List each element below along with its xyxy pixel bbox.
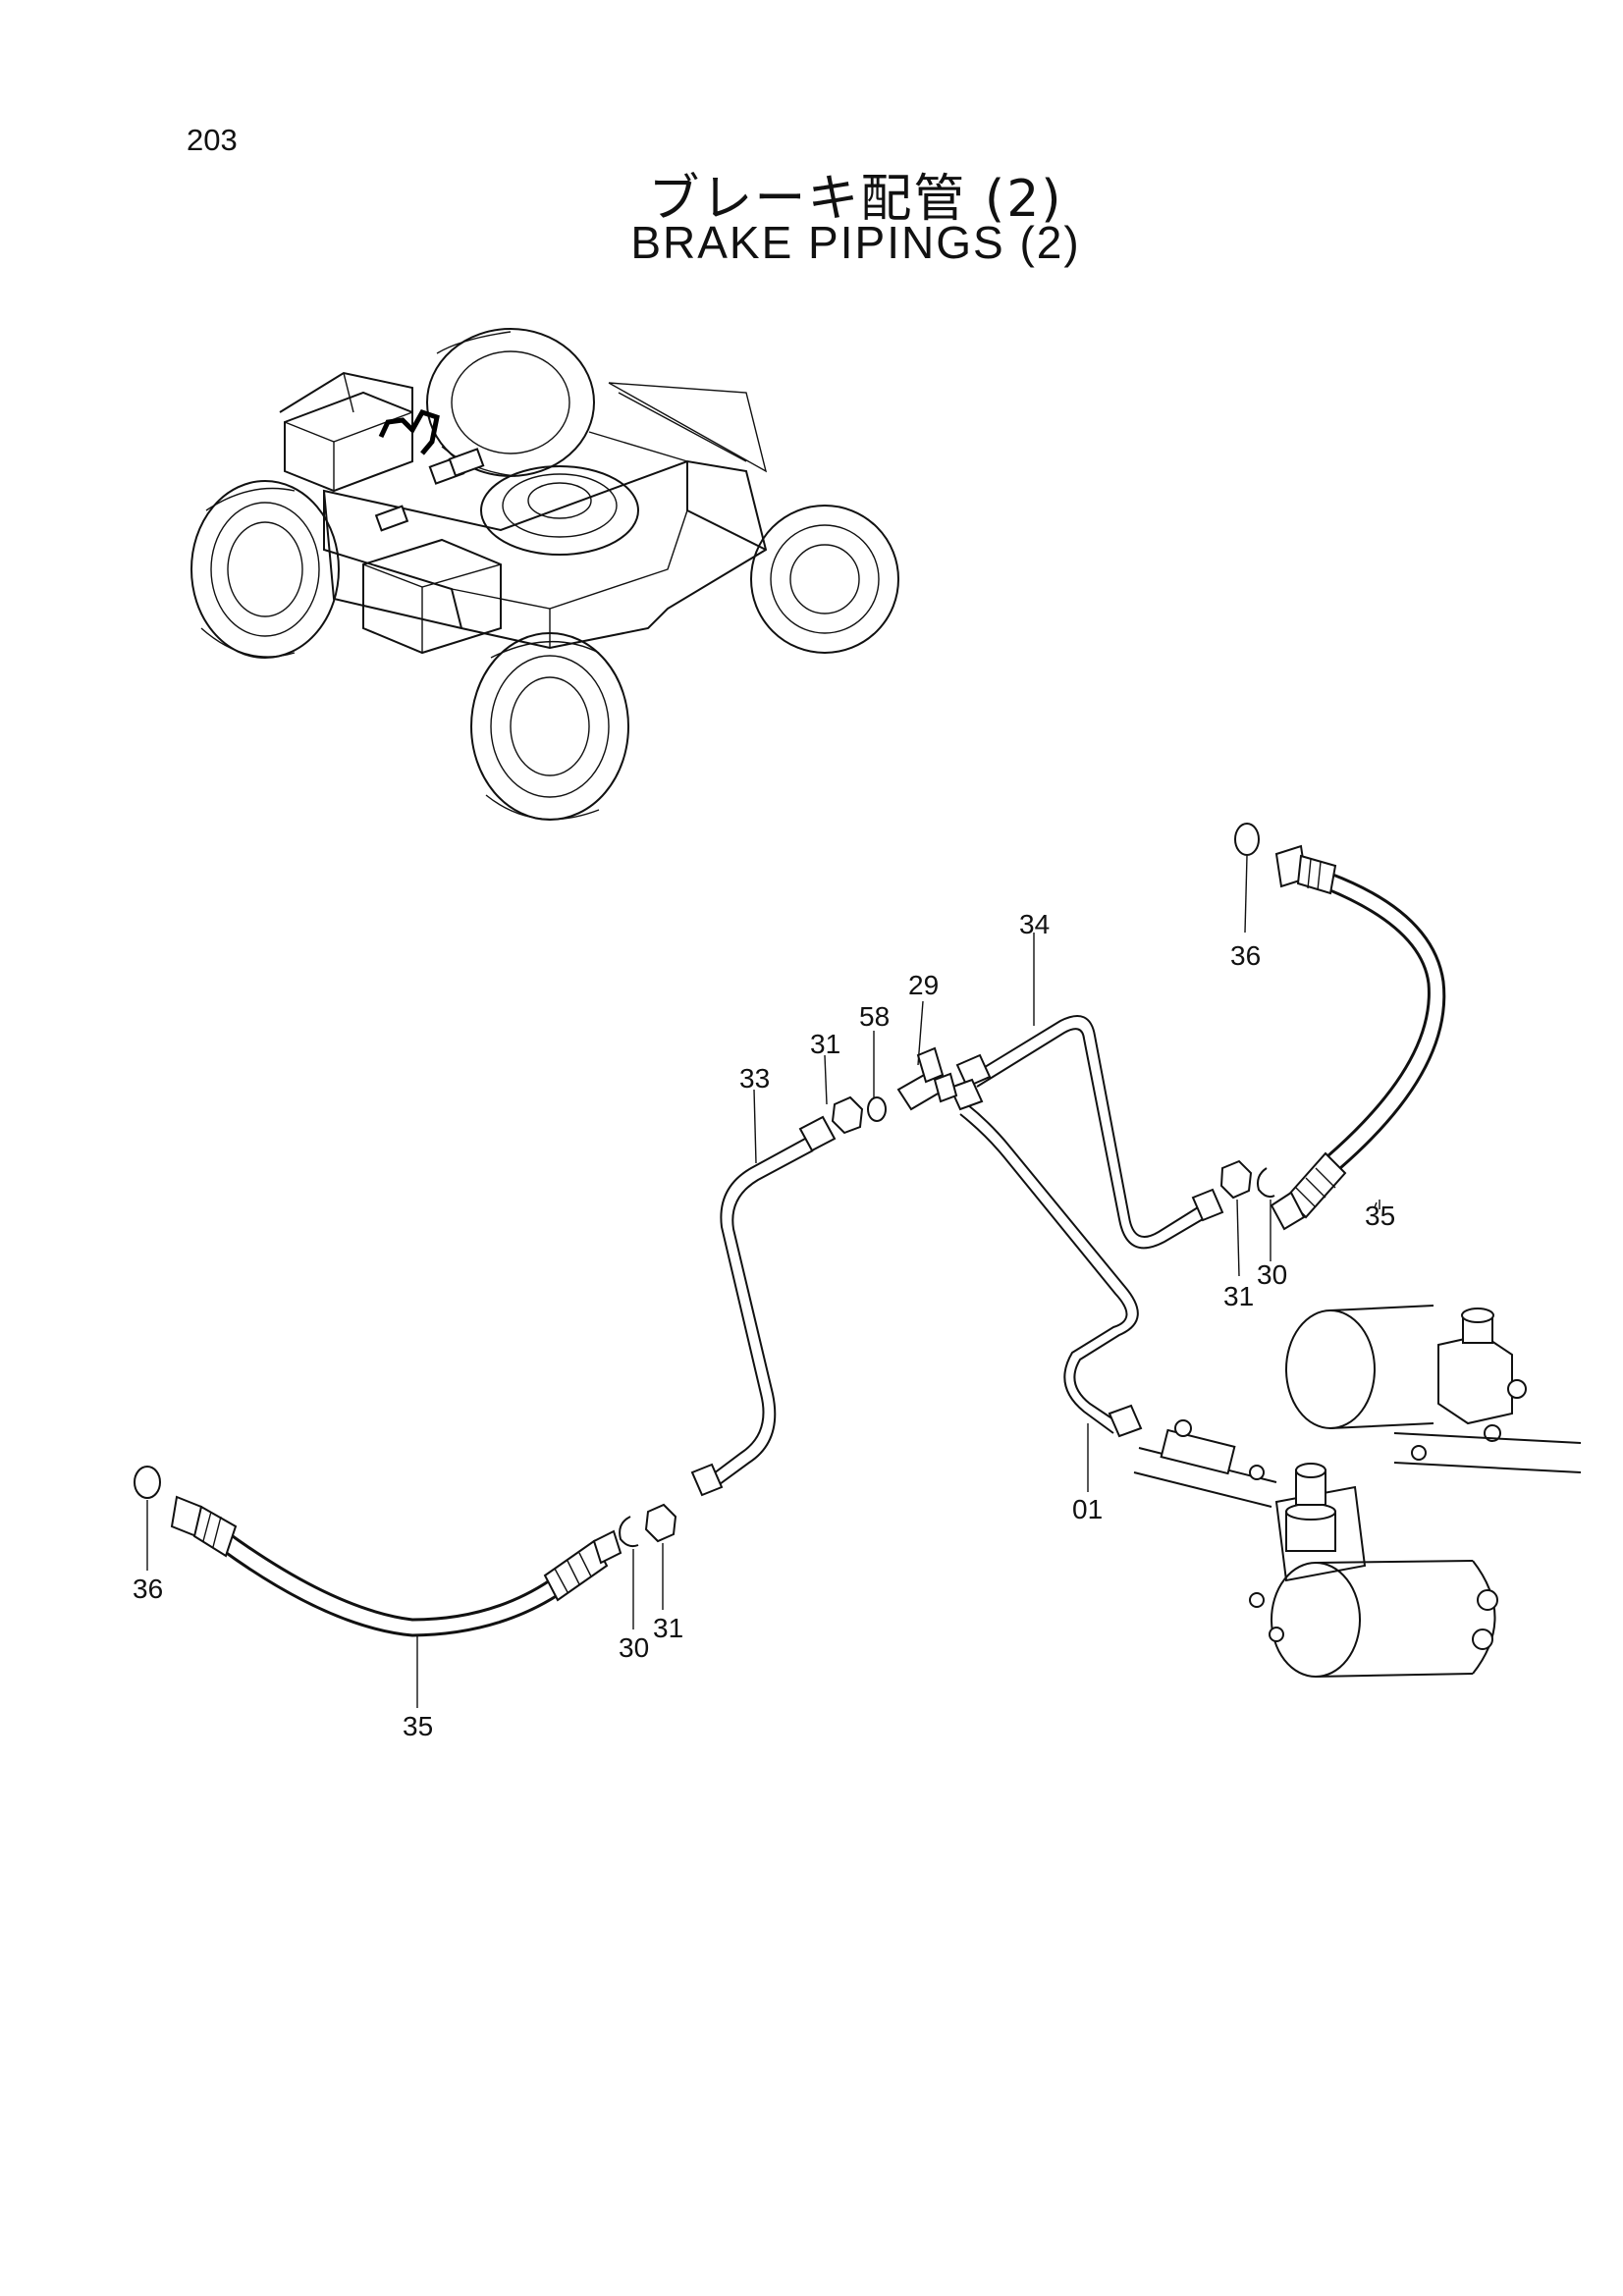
callout-01: 01 <box>1072 1494 1103 1524</box>
page-title-japanese: ブレーキ配管 (2) <box>648 170 1063 229</box>
callout-30-lower: 30 <box>619 1632 649 1663</box>
callout-30-right: 30 <box>1257 1259 1287 1290</box>
callout-36-top: 36 <box>1230 940 1261 971</box>
pipe-01 <box>948 1078 1143 1438</box>
callout-35-lower: 35 <box>403 1711 433 1741</box>
tee-fitting-29 <box>896 1046 958 1111</box>
leader-lines <box>146 855 1380 1708</box>
callout-58: 58 <box>859 1001 890 1032</box>
callout-29: 29 <box>908 970 939 1000</box>
callout-34: 34 <box>1019 909 1050 939</box>
callout-31-right: 31 <box>1223 1281 1254 1311</box>
o-ring-36-top <box>1234 823 1260 856</box>
pipe-33 <box>690 1115 837 1497</box>
nut-31-right <box>1219 1159 1253 1200</box>
wheel-rear-left <box>750 505 899 654</box>
nut-31-lower <box>644 1503 677 1543</box>
brake-valve-small <box>374 448 485 532</box>
chassis-frame <box>279 371 768 655</box>
page-title-english: BRAKE PIPINGS (2) <box>630 217 1081 268</box>
o-ring-36-left <box>134 1466 161 1499</box>
nut-31-upper <box>831 1095 864 1135</box>
highlighted-brake-line <box>378 408 440 455</box>
hose-35-upper <box>1270 844 1446 1231</box>
wheel-front-left <box>190 480 340 659</box>
page-number: 203 <box>187 123 238 157</box>
wheel-rear-right <box>426 328 595 477</box>
hose-35-lower <box>170 1495 622 1637</box>
callout-33: 33 <box>739 1063 770 1094</box>
callout-numbers: 36 34 29 58 31 33 35 31 30 01 36 30 31 3… <box>133 909 1395 1741</box>
ring-30-lower <box>619 1516 639 1548</box>
callout-31-upper: 31 <box>810 1029 840 1059</box>
brake-booster-assembly <box>1133 1305 1582 1678</box>
washer-58 <box>867 1096 887 1122</box>
vehicle-overview-illustration <box>190 328 899 821</box>
wheel-front-right <box>470 632 629 821</box>
pipe-34 <box>955 1015 1224 1250</box>
callout-31-lower: 31 <box>653 1613 683 1643</box>
callout-36-left: 36 <box>133 1574 163 1604</box>
ring-30-right <box>1257 1167 1275 1199</box>
callout-35-upper: 35 <box>1365 1201 1395 1231</box>
